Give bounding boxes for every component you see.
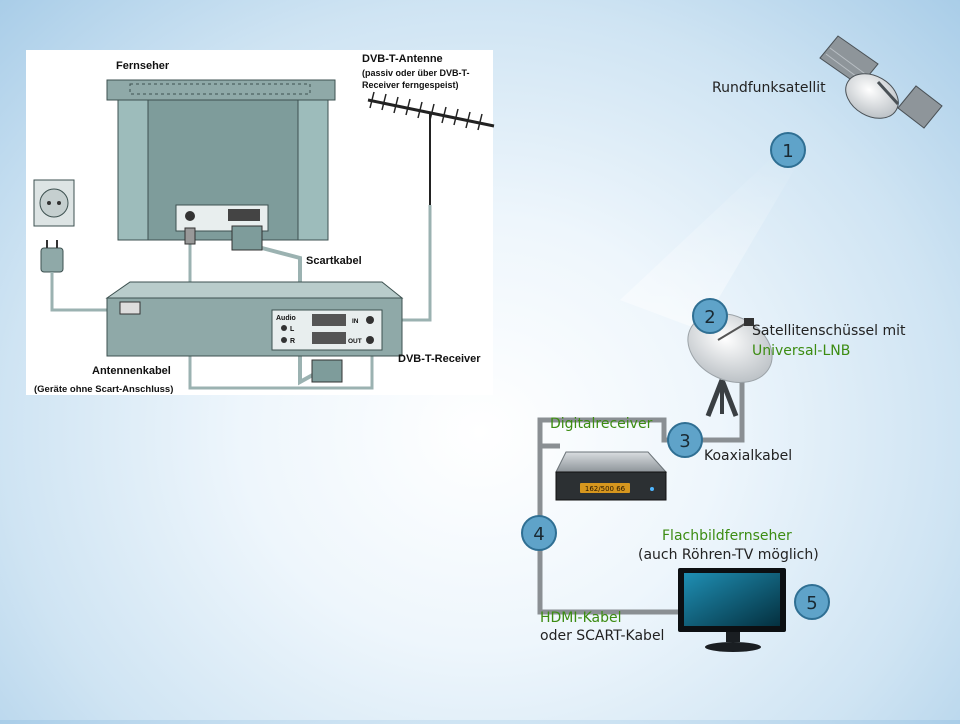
- label-out: OUT: [348, 338, 362, 345]
- svg-text:3: 3: [679, 431, 690, 452]
- label-scart-cable: Scartkabel: [306, 255, 362, 267]
- label-antenna-cable-note: (Geräte ohne Scart-Anschluss): [34, 384, 173, 395]
- label-antenna-cable: Antennenkabel: [92, 365, 171, 377]
- label-satellite: Rundfunksatellit: [712, 80, 826, 96]
- label-audio: Audio: [276, 315, 296, 322]
- label-lnb: Universal-LNB: [752, 343, 850, 359]
- receiver-in-socket-icon: [366, 316, 374, 324]
- signal-beam: [620, 150, 800, 330]
- label-antenna: DVB-T-Antenne: [362, 53, 443, 65]
- satellite-icon: [819, 35, 943, 129]
- receiver-out-socket-icon: [366, 336, 374, 344]
- satellite-diagram: 162/500 66 1 2 3 4 5: [521, 35, 943, 652]
- flat-tv-icon: [678, 568, 786, 652]
- step-badge-2: 2: [692, 298, 728, 334]
- receiver-display: 162/500 66: [585, 485, 626, 493]
- label-hdmi-cable: HDMI-Kabel: [540, 610, 621, 626]
- antenna-cable: [392, 205, 432, 322]
- svg-text:4: 4: [533, 524, 544, 545]
- label-digital-receiver: Digitalreceiver: [550, 416, 653, 432]
- dvbt-diagram: Fernseher DVB-T-Antenne (passiv oder übe…: [26, 50, 495, 395]
- label-dish: Satellitenschüssel mit: [752, 323, 906, 339]
- label-flat-tv: Flachbildfernseher: [662, 528, 792, 544]
- label-audio-l: L: [290, 326, 295, 333]
- label-dvbt-receiver: DVB-T-Receiver: [398, 353, 481, 365]
- label-antenna-note-2: Receiver ferngespeist): [362, 80, 459, 90]
- label-scart-cable-alt: oder SCART-Kabel: [540, 628, 664, 644]
- scart-plug-top-icon: [231, 225, 263, 251]
- power-plug-icon: [40, 240, 64, 273]
- step-badge-5: 5: [794, 584, 830, 620]
- label-tv: Fernseher: [116, 60, 170, 72]
- tv-scart-socket-icon: [228, 209, 260, 221]
- label-in: IN: [352, 318, 359, 325]
- digital-receiver-icon: 162/500 66: [555, 451, 668, 501]
- tv-antenna-socket-icon: [185, 211, 195, 221]
- dvbt-receiver-box: [105, 281, 404, 357]
- crt-tv-back: [106, 79, 336, 241]
- label-audio-r: R: [290, 338, 295, 345]
- step-badge-1: 1: [770, 132, 806, 168]
- power-socket-icon: [33, 179, 75, 227]
- scart-plug-bottom-icon: [311, 359, 343, 383]
- svg-text:1: 1: [782, 141, 793, 162]
- cable-path: [537, 330, 745, 615]
- label-tv-note: (auch Röhren-TV möglich): [638, 547, 819, 563]
- power-cable: [50, 272, 128, 312]
- receiver-power-socket-icon: [119, 301, 141, 315]
- yagi-antenna-icon: [367, 91, 495, 205]
- label-antenna-note-1: (passiv oder über DVB-T-: [362, 68, 470, 78]
- svg-text:2: 2: [704, 307, 715, 328]
- svg-text:5: 5: [806, 593, 817, 614]
- label-coax-cable: Koaxialkabel: [704, 448, 792, 464]
- step-badge-3: 3: [667, 422, 703, 458]
- step-badge-4: 4: [521, 515, 557, 551]
